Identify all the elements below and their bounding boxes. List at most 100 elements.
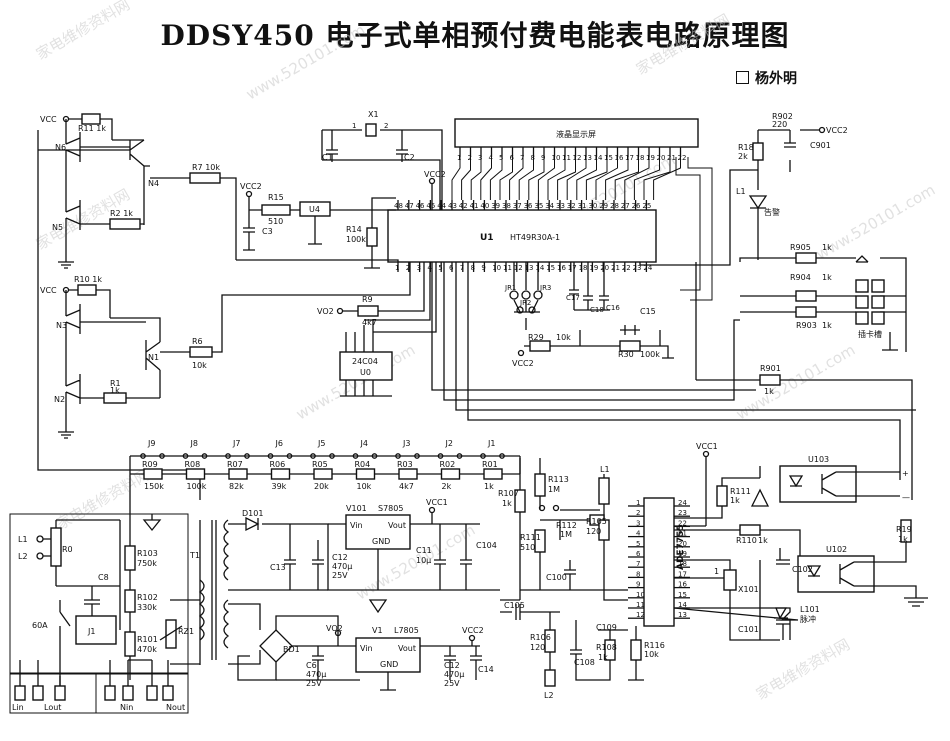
- c12b-voltage: 25V: [444, 679, 460, 688]
- r30-label: R30: [618, 350, 634, 359]
- r103-label: R103: [137, 549, 158, 558]
- r9-label: R9: [362, 295, 373, 304]
- r107-value: 1k: [502, 499, 512, 508]
- r902-label: R902: [772, 112, 793, 121]
- watermark-text: www.520101.com: [243, 21, 368, 104]
- v1-vout: Vout: [398, 644, 416, 653]
- ade-pin-number: 15: [678, 591, 687, 599]
- u1-pin-number: 31: [578, 202, 587, 210]
- resistor-label: R02: [440, 460, 456, 469]
- c901-label: C901: [810, 141, 831, 150]
- vcc2-label-2: VCC2: [424, 170, 446, 179]
- u1-pin-number: 22: [622, 264, 631, 272]
- r116-value: 10k: [644, 650, 659, 659]
- lcd-pin-number: 2: [468, 154, 472, 162]
- r905-value: 1k: [822, 243, 832, 252]
- vo2-label-2: VO2: [326, 624, 343, 633]
- resistor-label: R04: [355, 460, 371, 469]
- eeprom-u0: VO2 R9 4k7 24C04 U0: [317, 262, 437, 397]
- u1-pin-number: 38: [502, 202, 511, 210]
- u1-pin-number: 5: [438, 264, 442, 272]
- v101-name: V101: [346, 504, 367, 513]
- r112-label: R112: [556, 521, 577, 530]
- r14-value: 100k: [346, 235, 366, 244]
- lcd-pin-number: 3: [478, 154, 482, 162]
- pulse-label: 脉冲: [800, 614, 816, 624]
- pulse-outputs: VCC1 R111 1k R110 1k U103 + — U102 R19 1…: [673, 442, 928, 641]
- ade-pin-number: 18: [678, 560, 687, 568]
- l2-input-label: L2: [18, 552, 28, 561]
- u1-pin-number: 21: [611, 264, 620, 272]
- resistor-label: R06: [270, 460, 286, 469]
- u0-part: 24C04: [352, 357, 378, 366]
- jumper-label: J9: [147, 439, 155, 448]
- r111b-label: R111: [520, 533, 541, 542]
- u1-pin-number: 24: [643, 264, 652, 272]
- ade-pin-number: 12: [636, 611, 645, 619]
- u1-pin-number: 48: [394, 202, 403, 210]
- u1-pin-number: 34: [545, 202, 554, 210]
- watermark-text: 家电维修资料网: [633, 10, 733, 78]
- u1-pin-number: 30: [588, 202, 597, 210]
- ade-pin-number: 16: [678, 581, 687, 589]
- resistor-value: 39k: [272, 482, 287, 491]
- lcd-pin-number: 17: [625, 154, 634, 162]
- input-filter: VCC2 R15 510 U4 C3 R14 100k VCC2: [240, 170, 446, 269]
- u0-name: U0: [360, 368, 371, 377]
- r113-label: R113: [548, 475, 569, 484]
- vcc1-label-2: VCC1: [696, 442, 718, 451]
- r111b-value: 510: [520, 543, 535, 552]
- ade-pin-number: 1: [636, 499, 640, 507]
- x101-pin-label: 1: [714, 567, 719, 576]
- ade-pin-number: 10: [636, 591, 645, 599]
- voltage-divider: R103 750k R102 330k R101 470k: [124, 490, 158, 680]
- ade-pin-number: 19: [678, 550, 687, 558]
- n6-label: N6: [55, 143, 66, 152]
- x1-label: X1: [368, 110, 379, 119]
- u1-pin-number: 23: [633, 264, 642, 272]
- ladder-resistor: [440, 468, 461, 480]
- c16-label: C16: [606, 304, 620, 312]
- r901-value: 1k: [764, 387, 774, 396]
- u1-pin-number: 45: [426, 202, 435, 210]
- resistor-value: 2k: [442, 482, 452, 491]
- c13-label: C13: [270, 563, 286, 572]
- c12b-label: C12: [444, 661, 460, 670]
- jr1-label: JR1: [504, 284, 516, 292]
- v1-vin: Vin: [360, 644, 373, 653]
- t1-label: T1: [189, 551, 200, 560]
- r15-value: 510: [268, 217, 283, 226]
- ladder-resistor: [143, 468, 163, 480]
- r103-value: 750k: [137, 559, 157, 568]
- u1-pin-number: 17: [568, 264, 577, 272]
- ade-pin-number: 4: [636, 530, 641, 538]
- n2-label: N2: [54, 395, 65, 404]
- r18-label: R18: [738, 143, 754, 152]
- r30-value: 100k: [640, 350, 660, 359]
- resistor-value: 1k: [484, 482, 494, 491]
- r110-label: R110: [736, 536, 757, 545]
- lcd-pin-number: 13: [583, 154, 592, 162]
- u1-pin-number: 28: [610, 202, 619, 210]
- r29-label: R29: [528, 333, 544, 342]
- resistor-value: 150k: [144, 482, 164, 491]
- vcc2-label-4: VCC2: [826, 126, 848, 135]
- ade7755-chip: ADE7755 12345678910111224232221201918171…: [628, 497, 690, 627]
- c102-label: C102: [792, 565, 813, 574]
- c11-label: C11: [416, 546, 432, 555]
- ladder-resistor: [398, 468, 418, 480]
- r904-value: 1k: [822, 273, 832, 282]
- lcd-pin-number: 11: [562, 154, 571, 162]
- c12-voltage: 25V: [332, 571, 348, 580]
- jumper-label: J1: [487, 439, 495, 448]
- lcd-pin-number: 10: [552, 154, 561, 162]
- u1-pin-number: 36: [524, 202, 533, 210]
- lcd-pin-number: 15: [604, 154, 613, 162]
- c14-label: C14: [478, 665, 494, 674]
- u1-pin-number: 35: [534, 202, 543, 210]
- r19-value: 1k: [898, 535, 908, 544]
